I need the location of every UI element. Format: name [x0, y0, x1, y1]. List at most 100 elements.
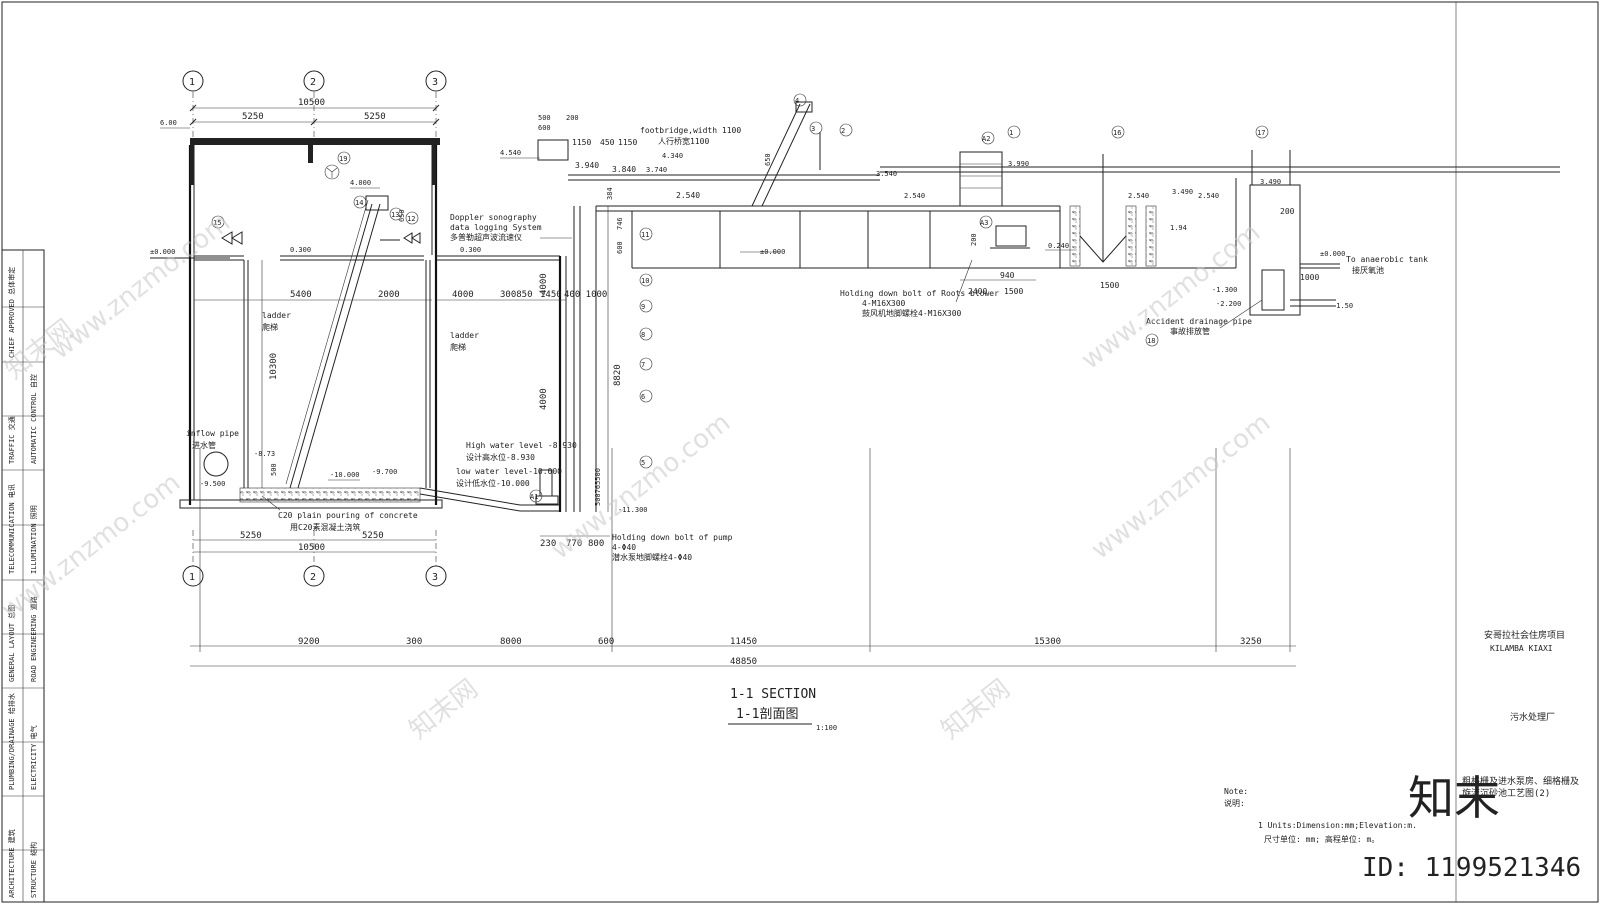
doppler-label-cn: 多普勒超声波流速仪	[450, 232, 522, 242]
dim-300850: 300850	[500, 290, 533, 300]
elev-m1-300: -1.300	[1212, 286, 1237, 294]
dim-500: 500	[270, 463, 278, 476]
ladder2-label-en: ladder	[450, 331, 479, 340]
elev-m8-73: -8.73	[254, 450, 275, 458]
elev-2-540-c: 2.540	[1128, 192, 1149, 200]
anaerobic-label-en: To anaerobic tank	[1346, 255, 1428, 264]
marker-2: 2	[841, 127, 845, 135]
ladder1-label-en: ladder	[262, 311, 291, 320]
pumpbolt-label-en: Holding down bolt of pump	[612, 533, 733, 542]
sidebar-label-9: ARCHITECTURE 建筑	[7, 829, 16, 898]
dim-top-right: 5250	[364, 112, 386, 122]
elev-3-540: 3.540	[876, 170, 897, 178]
dim-1500-b: 1500	[1100, 281, 1119, 290]
elev-0-000-c: ±0.000	[1320, 250, 1345, 258]
dim-bottom-left: 5250	[240, 531, 262, 541]
dim-4000-h2: 4000	[539, 388, 549, 410]
elev-0-000-b: ±0.000	[760, 248, 785, 256]
note-line1-en: 1 Units:Dimension:mm;Elevation:m.	[1258, 821, 1417, 830]
c20-label-en: C20 plain pouring of concrete	[278, 511, 418, 520]
sidebar-label-3: TELECOMMUNICATION 电讯	[7, 484, 16, 574]
dim-1500: 1500	[1004, 287, 1023, 296]
dim-400-1000: 400 1000	[564, 290, 607, 300]
dim-1-94: 1.94	[1170, 224, 1187, 232]
bottom-struct-dimensions: 5250 5250 10500	[193, 531, 436, 553]
dim-200-a: 200	[970, 233, 978, 246]
sidebar-label-5: GENERAL LAYOUT 总图	[7, 605, 16, 682]
pump-house-structure: 6.00 ±0.000 0.300 0.300 -10.000 -9.700 -…	[150, 119, 560, 532]
dim-200-b: 200	[1280, 207, 1295, 216]
dim-11450: 11450	[730, 637, 757, 647]
sidebar-label-7: PLUMBING/DRAINAGE 给排水	[7, 693, 16, 790]
watermark-4: www.znzmo.com	[1076, 218, 1266, 376]
dim-230: 230	[540, 539, 556, 549]
dim-200-top: 200	[566, 114, 579, 122]
lwl-label-en: low water level-10.000	[456, 467, 562, 476]
dim-4000-w: 4000	[452, 290, 474, 300]
anaerobic-label-cn: 接厌氧池	[1352, 265, 1384, 275]
dim-top-total: 10500	[298, 98, 325, 108]
watermark-5: www.znzmo.com	[0, 468, 186, 626]
project-en: KILAMBA KIAXI	[1490, 644, 1553, 653]
elev-m9-500: -9.500	[200, 480, 225, 488]
elev-m1-50: -1.50	[1332, 302, 1353, 310]
fine-screen-channel: 4.540 500 600 200 1150 450 1150 3.940 3.…	[500, 101, 1560, 336]
dim-746: 746	[616, 217, 624, 230]
dim-300: 300	[406, 637, 422, 647]
elev-0-300-b: 0.300	[460, 246, 481, 254]
dim-1150-b: 1150	[618, 138, 637, 147]
dim-2400: 2400	[968, 287, 987, 296]
dim-15300: 15300	[1034, 637, 1061, 647]
sidebar-label-0: CHIEF APPROVED 总体审定	[7, 267, 16, 358]
left-sidebar: CHIEF APPROVED 总体审定 TRAFFIC 交通 AUTOMATIC…	[1, 249, 45, 903]
hwl-label-en: High water level -8.930	[466, 441, 577, 450]
dim-top-left: 5250	[242, 112, 264, 122]
marker-13: 13	[391, 211, 399, 219]
dim-10300: 10300	[269, 353, 279, 380]
marker-8: 8	[641, 331, 645, 339]
note-label-cn: 说明:	[1224, 798, 1245, 808]
dim-800: 800	[588, 539, 604, 549]
sidebar-label-10: STRUCTURE 结构	[29, 842, 38, 898]
note-label-en: Note:	[1224, 787, 1248, 796]
elev-3-490: 3.490	[1172, 188, 1193, 196]
c20-label-cn: 用C20素混凝土浇筑	[290, 522, 360, 532]
marker-5: 5	[641, 459, 645, 467]
inclined-fine-screen	[751, 101, 821, 207]
ladder2-label-cn: 爬梯	[450, 342, 466, 352]
pump-well: 4000 300850 1450 400 1000 4000 4000 8820…	[436, 206, 733, 562]
axis-bubble-bottom-2: 2	[310, 572, 316, 583]
pumpbolt-label-sub: 4-Φ40	[612, 543, 636, 552]
dim-500-top: 500	[538, 114, 551, 122]
dim-450: 450	[600, 138, 615, 147]
marker-a3: A3	[980, 219, 988, 227]
axis-bubble-top-3: 3	[432, 77, 438, 88]
elev-0-240: 0.240	[1048, 242, 1069, 250]
doppler-label-en1: Doppler sonography	[450, 213, 537, 222]
dim-650-b: 650	[764, 153, 772, 166]
dim-600-top: 600	[538, 124, 551, 132]
sidebar-label-8: ELECTRICITY 电气	[29, 725, 38, 790]
marker-3: 3	[811, 125, 815, 133]
plant-cn: 污水处理厂	[1510, 711, 1555, 723]
marker-16: 16	[1113, 129, 1121, 137]
marker-19: 19	[339, 155, 347, 163]
ladder1-label-cn: 爬梯	[262, 322, 278, 332]
dim-940: 940	[1000, 271, 1015, 280]
marker-14: 14	[355, 199, 363, 207]
elev-3-740: 3.740	[646, 166, 667, 174]
sidebar-label-6: ROAD ENGINEERING 道路	[29, 596, 38, 682]
grid-axes: 1 2 3 1 2 3	[182, 70, 447, 587]
roots-label-cn: 鼓风机地脚螺栓4-M16X300	[862, 308, 962, 318]
ladder-left	[243, 260, 249, 488]
dim-48850: 48850	[730, 657, 757, 667]
watermark-1: www.znzmo.com	[46, 208, 236, 366]
marker-15: 15	[213, 219, 221, 227]
overall-dimensions: 9200 300 8000 600 11450 15300 3250 48850	[190, 448, 1296, 667]
marker-a2: A2	[982, 135, 990, 143]
ladder-right	[425, 260, 431, 488]
elev-3-840: 3.840	[612, 165, 636, 174]
dim-3250: 3250	[1240, 637, 1262, 647]
watermark-logo: 知末	[1408, 771, 1500, 825]
